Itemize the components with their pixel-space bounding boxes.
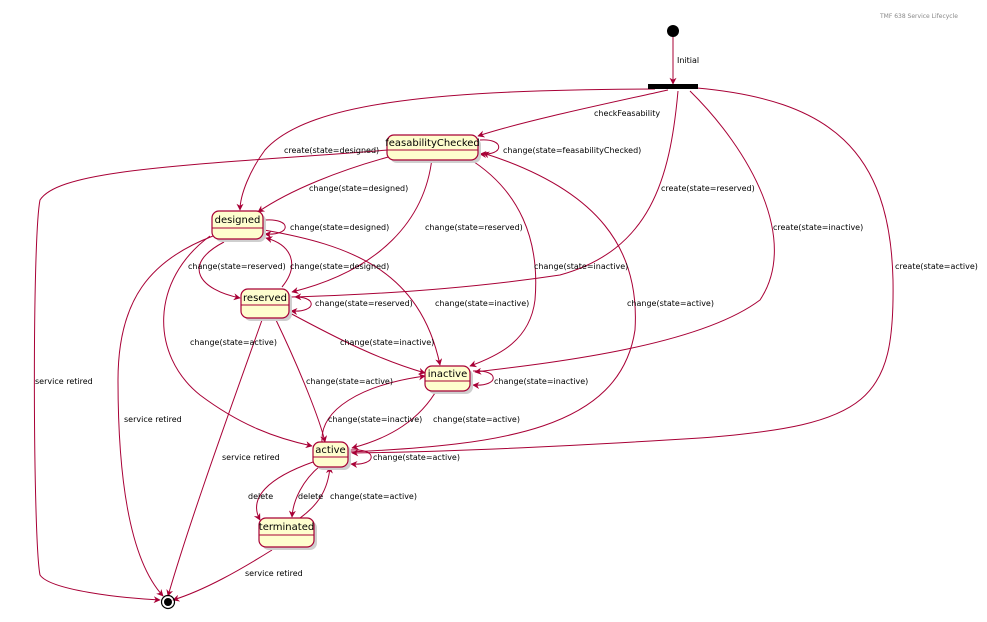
transitions — [33, 36, 894, 604]
transition-active-delete-right — [288, 465, 321, 518]
label-inactive-self: change(state=inactive) — [494, 377, 588, 386]
transition-feasability-retired — [33, 149, 389, 604]
transition-feasability-to-reserved — [291, 157, 433, 294]
fork-bar — [648, 84, 698, 89]
label-check-feasability: checkFeasability — [594, 109, 660, 118]
label-reserved-self: change(state=reserved) — [315, 299, 413, 308]
label-designed-to-active: change(state=active) — [190, 338, 277, 347]
state-name-feasabilityChecked: feasabilityChecked — [385, 138, 480, 149]
label-feasability-to-reserved: change(state=reserved) — [425, 223, 523, 232]
state-inactive: inactive — [424, 365, 473, 394]
transition-active-delete-left — [253, 461, 314, 521]
transition-reserved-to-inactive — [287, 311, 426, 375]
label-delete-right: delete — [298, 492, 323, 501]
transition-create-inactive — [474, 90, 775, 375]
label-terminated-retired: service retired — [245, 569, 303, 578]
label-feasability-to-inactive: change(state=inactive) — [534, 262, 628, 271]
state-name-reserved: reserved — [243, 293, 287, 304]
label-reserved-to-active: change(state=active) — [306, 377, 393, 386]
transition-feasability-self — [479, 139, 500, 158]
transition-feasability-to-inactive — [467, 157, 537, 368]
transition-active-self — [350, 449, 372, 468]
transition-active-to-inactive — [321, 373, 426, 443]
diagram-title-note: TMF 638 Service Lifecycle — [880, 13, 958, 20]
transition-reserved-retired — [166, 319, 263, 597]
label-designed-to-reserved: change(state=reserved) — [188, 262, 286, 271]
label-designed-to-inactive: change(state=inactive) — [435, 299, 529, 308]
label-create-designed: create(state=designed) — [284, 146, 379, 155]
label-terminated-to-active: change(state=active) — [330, 492, 417, 501]
final-state-symbol — [160, 594, 176, 610]
label-reserved-to-designed: change(state=designed) — [290, 262, 389, 271]
state-name-active: active — [315, 445, 345, 456]
transition-reserved-self — [290, 296, 312, 315]
label-active-self: change(state=active) — [373, 453, 460, 462]
transition-active-to-feasability — [349, 151, 636, 453]
transition-designed-retired — [117, 235, 214, 597]
label-inactive-to-active: change(state=active) — [433, 415, 520, 424]
label-designed-retired: service retired — [124, 415, 182, 424]
label-feasability-to-designed: change(state=designed) — [309, 184, 408, 193]
label-active-to-feasability: change(state=active) — [627, 299, 714, 308]
transition-labels: Initial checkFeasability create(state=de… — [35, 56, 978, 578]
state-name-designed: designed — [215, 215, 261, 226]
label-create-active: create(state=active) — [895, 262, 978, 271]
state-designed: designed — [211, 210, 266, 242]
state-name-terminated: terminated — [259, 522, 314, 533]
label-reserved-retired: service retired — [222, 453, 280, 462]
label-feasability-retired: service retired — [35, 377, 93, 386]
transition-inactive-self — [472, 370, 494, 389]
transition-reserved-to-designed — [265, 236, 293, 288]
transition-terminated-retired — [172, 549, 273, 602]
label-create-reserved: create(state=reserved) — [661, 184, 755, 193]
initial-state-dot — [667, 25, 679, 37]
transition-terminated-to-active — [299, 466, 333, 519]
state-terminated: terminated — [258, 517, 317, 550]
transition-inactive-to-active — [351, 387, 439, 450]
transition-designed-to-inactive — [263, 229, 443, 366]
label-designed-self: change(state=designed) — [290, 223, 389, 232]
label-change-feasabilityChecked: change(state=feasabilityChecked) — [503, 146, 641, 155]
label-create-inactive: create(state=inactive) — [773, 223, 863, 232]
state-active: active — [312, 441, 351, 470]
transition-designed-self — [264, 219, 286, 238]
transition-create-active — [351, 87, 894, 457]
transition-designed-to-reserved — [198, 241, 241, 301]
label-active-to-inactive: change(state=inactive) — [328, 415, 422, 424]
transition-check-feasability — [477, 89, 669, 138]
transition-designed-to-active — [163, 235, 313, 449]
state-name-inactive: inactive — [428, 369, 468, 380]
state-reserved: reserved — [240, 288, 292, 321]
transition-create-designed — [236, 88, 656, 211]
pseudo-states — [160, 25, 698, 610]
transition-create-reserved — [294, 90, 679, 301]
label-reserved-to-inactive: change(state=inactive) — [340, 338, 434, 347]
label-initial: Initial — [677, 56, 699, 65]
label-delete-left: delete — [248, 492, 273, 501]
transition-feasability-to-designed — [257, 155, 393, 213]
state-feasabilityChecked: feasabilityChecked — [385, 134, 481, 163]
